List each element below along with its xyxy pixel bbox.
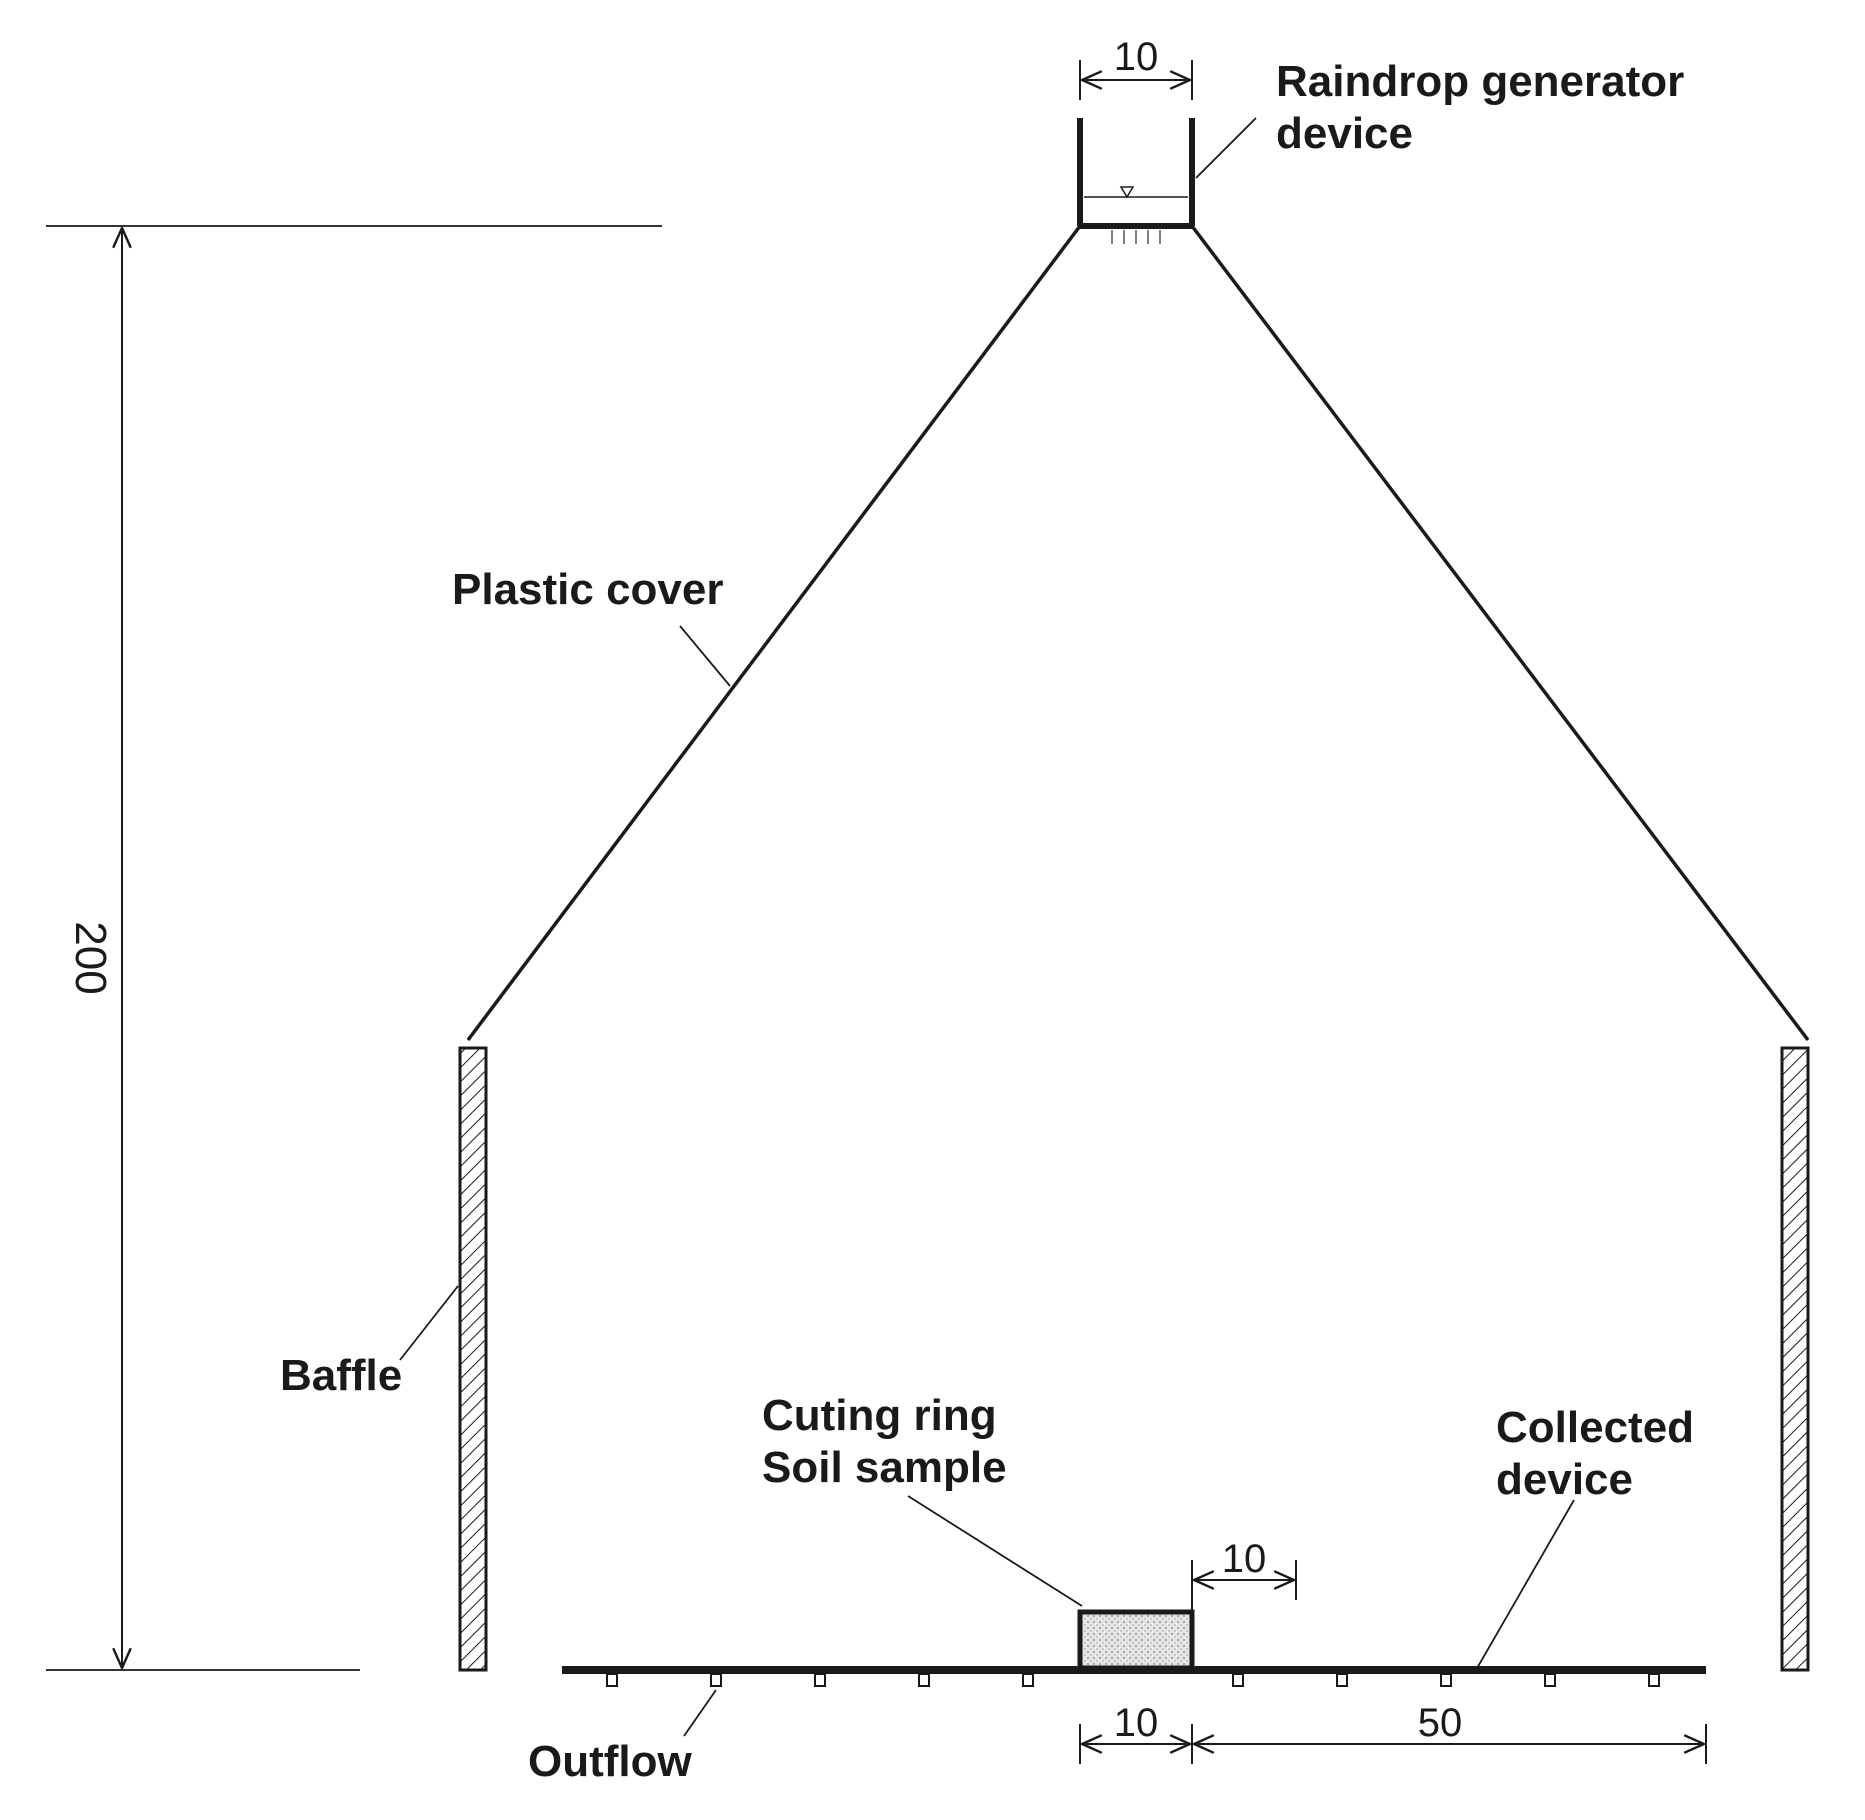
baffle-left bbox=[458, 1046, 488, 1672]
outflow-holes bbox=[606, 1673, 1660, 1687]
collected-device-label-1: Collected bbox=[1496, 1403, 1694, 1452]
labels: Raindrop generator device Plastic cover … bbox=[280, 57, 1694, 1786]
baffle-label: Baffle bbox=[280, 1351, 402, 1400]
cutting-ring-label-1: Cuting ring bbox=[762, 1391, 997, 1440]
raindrop-generator-label-1: Raindrop generator bbox=[1276, 57, 1684, 106]
baffle-right bbox=[1780, 1046, 1810, 1672]
generator-width-value: 10 bbox=[1114, 35, 1159, 79]
total-height-dimension: 200 bbox=[46, 225, 662, 1671]
leader-lines bbox=[399, 117, 1575, 1737]
sample-width-value: 10 bbox=[1114, 1701, 1159, 1745]
total-height-value: 200 bbox=[66, 921, 115, 994]
half-platform-value: 50 bbox=[1418, 1701, 1463, 1745]
drip-holes bbox=[1111, 230, 1161, 244]
raindrop-generator-label-2: device bbox=[1276, 109, 1413, 158]
collected-device-label-2: device bbox=[1496, 1455, 1633, 1504]
plastic-cover bbox=[466, 224, 1810, 1042]
raindrop-generator bbox=[1077, 118, 1195, 244]
base-platform bbox=[562, 1666, 1706, 1687]
gap-dimension: 10 bbox=[1191, 1537, 1297, 1610]
water-level-icon bbox=[1119, 186, 1135, 199]
generator-width-dimension: 10 bbox=[1079, 35, 1193, 100]
cutting-ring-soil-sample bbox=[1077, 1609, 1195, 1671]
gap-value: 10 bbox=[1222, 1537, 1267, 1581]
outflow-label: Outflow bbox=[528, 1737, 693, 1786]
plastic-cover-label: Plastic cover bbox=[452, 565, 724, 614]
cutting-ring-label-2: Soil sample bbox=[762, 1443, 1007, 1492]
bottom-dimensions: 10 50 bbox=[1079, 1701, 1707, 1764]
